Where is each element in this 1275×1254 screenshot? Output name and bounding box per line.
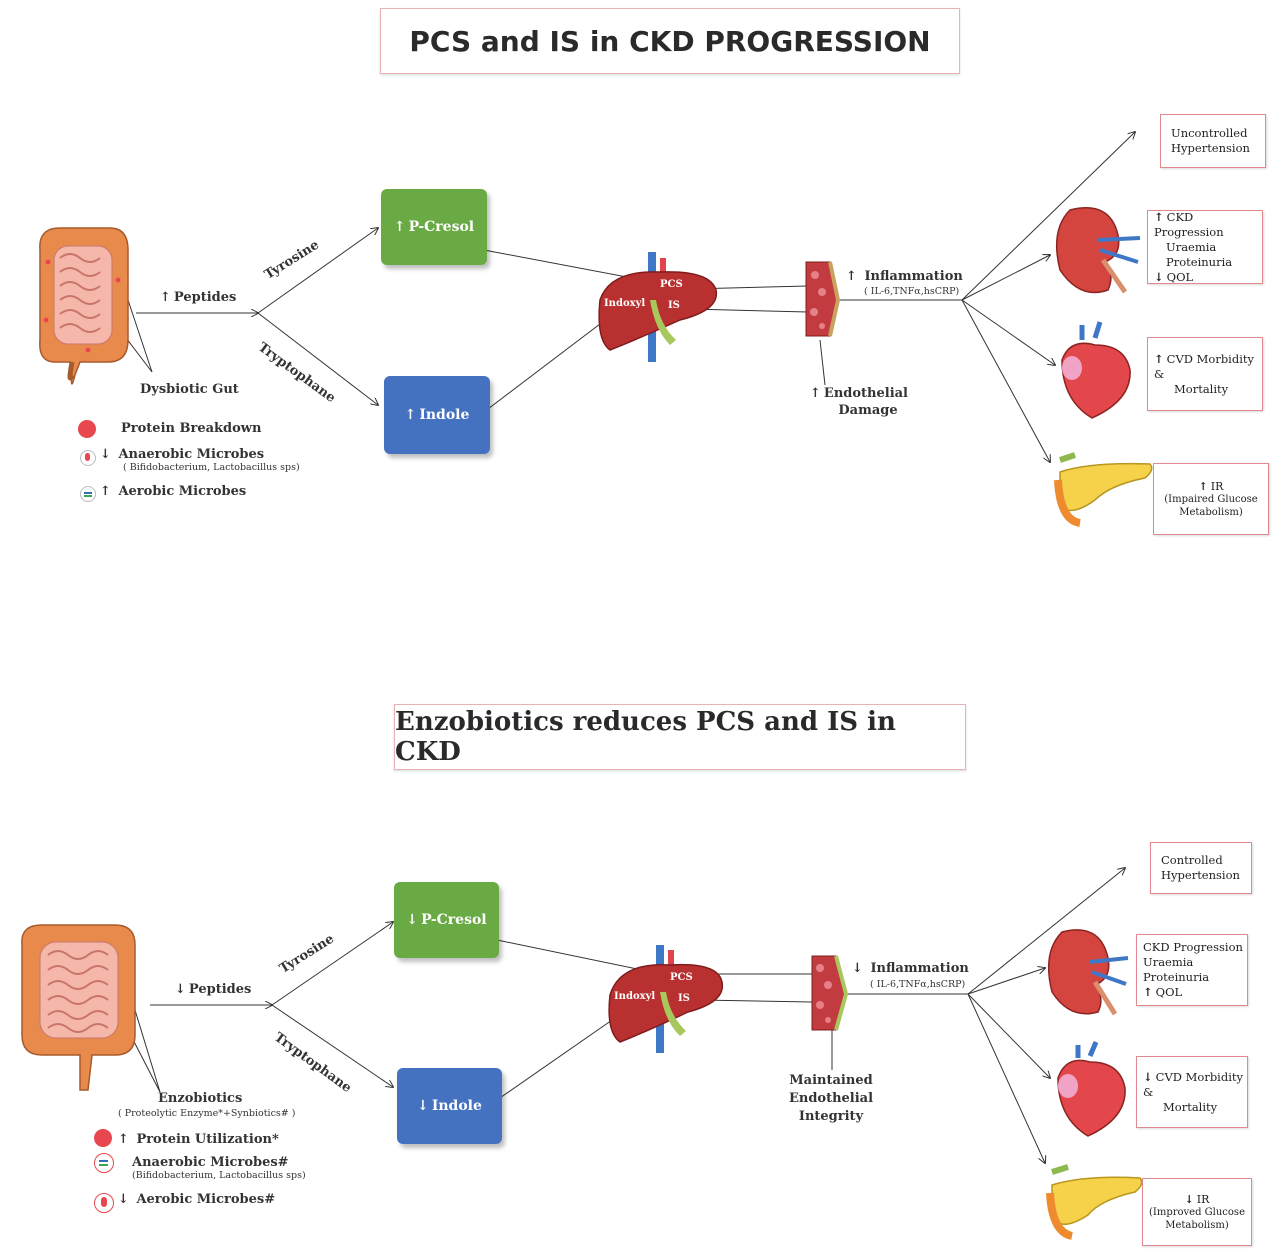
indole-box-top: ↑Indole <box>384 376 490 454</box>
gut-label-bottom: Enzobiotics <box>158 1091 243 1106</box>
outcome-cvd-bottom: ↓CVD Morbidity & Mortality <box>1136 1056 1248 1128</box>
legend-anaerobic-top: ↓ Anaerobic Microbes <box>100 447 265 462</box>
legend-anaerobic-sub-top: ( Bifidobacterium, Lactobacillus sps) <box>123 462 300 473</box>
indole-box-bottom: ↓Indole <box>397 1068 502 1144</box>
inflammation-label-top: ↑ Inflammation <box>846 269 963 284</box>
legend-aerobic-top: ↑ Aerobic Microbes <box>100 484 247 499</box>
protein-dot-icon <box>94 1129 112 1147</box>
anaerobic-microbe-icon <box>80 450 96 466</box>
indoxyl-label-top: Indoxyl <box>604 298 646 309</box>
pcs-label-top: PCS <box>660 279 683 290</box>
outcome-ckd-top: ↑CKD Progression Uraemia Proteinuria ↓QO… <box>1147 210 1263 284</box>
pcresol-box-bottom: ↓P-Cresol <box>394 882 499 958</box>
is-label-bottom: IS <box>678 993 690 1004</box>
inflammation-markers-bottom: ( IL-6,TNFα,hsCRP) <box>870 979 966 990</box>
inflammation-markers-top: ( IL-6,TNFα,hsCRP) <box>864 286 960 297</box>
gut-sub-bottom: ( Proteolytic Enzyme*+Synbiotics# ) <box>118 1108 296 1119</box>
outcome-ckd-bottom: CKD Progression Uraemia Proteinuria ↑QOL <box>1136 934 1248 1006</box>
legend-anaerobic-sub-bottom: (Bifidobacterium, Lactobacillus sps) <box>132 1170 306 1181</box>
legend-aerobic-bottom: ↓ Aerobic Microbes# <box>118 1192 276 1207</box>
aerobic-microbe-icon <box>94 1193 114 1213</box>
legend-protein-top: Protein Breakdown <box>121 421 262 436</box>
gut-label-top: Dysbiotic Gut <box>140 382 239 397</box>
top-title: PCS and IS in CKD PROGRESSION <box>380 8 960 74</box>
peptides-label-top: ↑Peptides <box>160 290 237 305</box>
inflammation-label-bottom: ↓ Inflammation <box>852 961 969 976</box>
protein-dot-icon <box>78 420 96 438</box>
legend-protein-bottom: ↑ Protein Utilization* <box>118 1132 279 1147</box>
anaerobic-microbe-icon <box>94 1153 114 1173</box>
is-label-top: IS <box>668 300 680 311</box>
outcome-cvd-top: ↑CVD Morbidity & Mortality <box>1147 337 1263 411</box>
indoxyl-label-bottom: Indoxyl <box>614 991 656 1002</box>
bottom-title: Enzobiotics reduces PCS and IS in CKD <box>394 704 966 770</box>
peptides-label-bottom: ↓Peptides <box>175 982 252 997</box>
pcresol-box-top: ↑P-Cresol <box>381 189 487 265</box>
pcs-label-bottom: PCS <box>670 972 693 983</box>
legend-anaerobic-bottom: Anaerobic Microbes# <box>132 1155 289 1170</box>
aerobic-microbe-icon <box>80 486 96 502</box>
